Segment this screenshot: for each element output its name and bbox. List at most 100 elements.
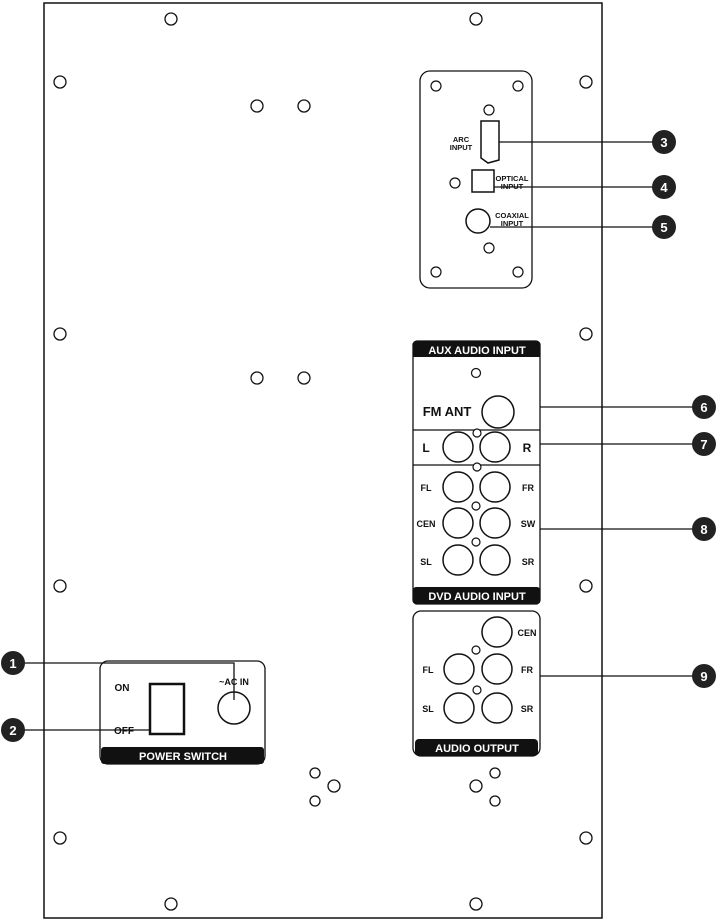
screw-hole [250, 99, 264, 113]
dvd-sw-jack[interactable] [479, 507, 511, 539]
panel-screw-hole [472, 685, 482, 695]
arc-hdmi-port[interactable] [480, 120, 500, 164]
dvd-sr-jack[interactable] [479, 544, 511, 576]
dvd-sl-label: SL [420, 557, 432, 567]
screw-hole [579, 75, 593, 89]
panel-screw-hole [470, 367, 482, 379]
callout-6-badge [692, 395, 716, 419]
callout-2-badge [1, 718, 25, 742]
screw-hole [164, 12, 178, 26]
fm-ant-label: FM ANT [423, 404, 472, 419]
dvd-fr-label: FR [522, 483, 534, 493]
audio-output-panel: CEN FL FR SL SR AUDIO OUTPUT [412, 610, 541, 757]
out-sl-jack[interactable] [443, 692, 475, 724]
callout-3-badge [652, 130, 676, 154]
leader-lines [20, 141, 704, 731]
screw-hole [469, 779, 483, 793]
screw-hole [53, 831, 67, 845]
screw-hole [579, 579, 593, 593]
panel-screw-hole [471, 537, 481, 547]
panel-screw-hole [483, 104, 495, 116]
screw-hole [327, 779, 341, 793]
panel-screw-hole [472, 462, 482, 472]
out-fl-label: FL [423, 665, 434, 675]
dvd-fl-jack[interactable] [442, 471, 474, 503]
screw-hole [469, 897, 483, 911]
screw-hole [53, 327, 67, 341]
screw-hole [297, 99, 311, 113]
power-switch-title: POWER SWITCH [139, 751, 227, 763]
optical-port[interactable] [471, 169, 495, 193]
panel-screw-hole [471, 501, 481, 511]
power-on-label: ON [115, 683, 130, 694]
dvd-fl-label: FL [421, 483, 432, 493]
panel-screw-hole [430, 80, 442, 92]
screw-hole [164, 897, 178, 911]
screw-hole [250, 371, 264, 385]
panel-screw-hole [512, 80, 524, 92]
aux-header-band-fill [413, 345, 540, 357]
coaxial-label-line2: INPUT [501, 219, 524, 228]
out-sl-label: SL [422, 704, 434, 714]
power-switch-panel: ON OFF ~AC IN POWER SWITCH [99, 660, 266, 765]
dvd-sw-label: SW [521, 519, 536, 529]
callout-8-badge [692, 517, 716, 541]
callout-1-number: 1 [9, 656, 16, 671]
panel-screw-hole [430, 266, 442, 278]
screw-hole [489, 767, 501, 779]
callout-6-number: 6 [700, 400, 707, 415]
screw-hole [579, 327, 593, 341]
power-off-label: OFF [114, 726, 134, 737]
callout-4-badge [652, 175, 676, 199]
screw-hole [309, 767, 321, 779]
power-rocker-switch[interactable] [148, 682, 186, 736]
screw-hole [469, 12, 483, 26]
callout-1-badge [1, 651, 25, 675]
callout-5-number: 5 [660, 220, 667, 235]
callout-9-badge [692, 664, 716, 688]
callout-3-number: 3 [660, 135, 667, 150]
dvd-footer-band [413, 587, 540, 604]
screw-hole [53, 579, 67, 593]
coaxial-label-line1: COAXIAL [495, 211, 529, 220]
aux-l-jack[interactable] [442, 431, 474, 463]
aux-audio-input-title: AUX AUDIO INPUT [428, 345, 526, 357]
out-fl-jack[interactable] [443, 653, 475, 685]
panel-screw-hole [512, 266, 524, 278]
callout-9-number: 9 [700, 669, 707, 684]
screw-hole [297, 371, 311, 385]
callouts: 1 2 3 4 5 6 7 8 9 [1, 130, 716, 742]
aux-r-label: R [523, 441, 532, 455]
digital-input-panel: ARC INPUT OPTICAL INPUT COAXIAL INPUT [419, 70, 533, 289]
screw-hole [53, 75, 67, 89]
panel-screw-hole [449, 177, 461, 189]
out-sr-label: SR [521, 704, 534, 714]
panel-screw-hole [472, 428, 482, 438]
fm-ant-jack[interactable] [481, 395, 515, 429]
dvd-fr-jack[interactable] [479, 471, 511, 503]
dvd-sl-jack[interactable] [442, 544, 474, 576]
panel-screw-hole [483, 242, 495, 254]
out-fr-label: FR [521, 665, 533, 675]
callout-2-number: 2 [9, 723, 16, 738]
aux-l-label: L [422, 441, 429, 455]
optical-label-line1: OPTICAL [496, 174, 529, 183]
out-cen-jack[interactable] [481, 616, 513, 648]
arc-label-line2: INPUT [450, 143, 473, 152]
screw-hole [579, 831, 593, 845]
aux-r-jack[interactable] [479, 431, 511, 463]
callout-4-number: 4 [660, 180, 668, 195]
mounting-holes [53, 12, 593, 911]
callout-7-badge [692, 432, 716, 456]
coaxial-port[interactable] [465, 208, 491, 234]
screw-hole [309, 795, 321, 807]
panel-screw-hole [471, 645, 481, 655]
dvd-cen-jack[interactable] [442, 507, 474, 539]
out-fr-jack[interactable] [481, 653, 513, 685]
arc-label-line1: ARC [453, 135, 470, 144]
dvd-sr-label: SR [522, 557, 535, 567]
out-sr-jack[interactable] [481, 692, 513, 724]
callout-7-number: 7 [700, 437, 707, 452]
audio-output-title: AUDIO OUTPUT [435, 743, 519, 755]
